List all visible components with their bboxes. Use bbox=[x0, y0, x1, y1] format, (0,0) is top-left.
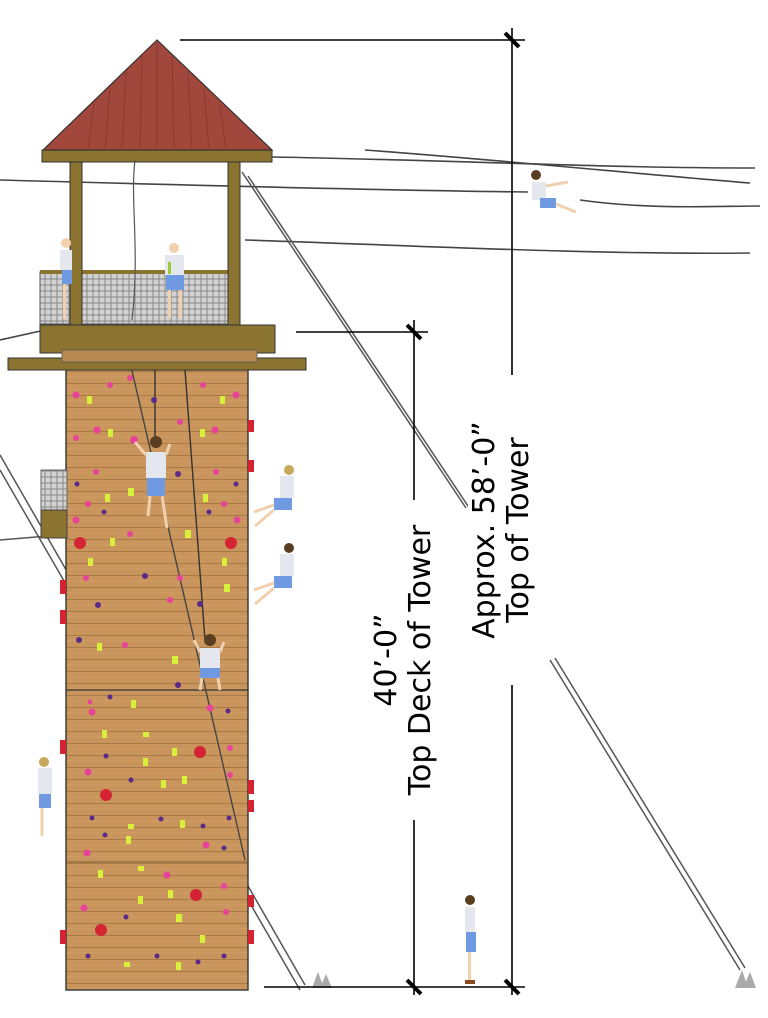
side-platform bbox=[40, 469, 68, 539]
person-deck-center bbox=[165, 243, 184, 318]
dimension-value-top-deck: 40’-0” bbox=[369, 613, 404, 707]
person-left-side bbox=[38, 757, 52, 836]
roof bbox=[41, 39, 274, 151]
person-deck-left bbox=[60, 238, 72, 319]
person-figures bbox=[38, 170, 577, 984]
person-scale-figure bbox=[465, 895, 476, 984]
top-deck-structure bbox=[7, 149, 307, 371]
person-rappel-2 bbox=[253, 543, 294, 606]
zip-line-cables bbox=[0, 149, 761, 341]
dimension-caption-top-deck: Top Deck of Tower bbox=[403, 524, 438, 796]
dimension-label-top-of-tower: Approx. 58’-0” Top of Tower bbox=[467, 375, 548, 685]
person-zipline-rider bbox=[531, 170, 577, 214]
ground-anchors bbox=[312, 970, 756, 988]
dimension-value-top-of-tower: Approx. 58’-0” bbox=[467, 421, 502, 639]
dimension-caption-top-of-tower: Top of Tower bbox=[501, 437, 536, 623]
person-climber-upper bbox=[133, 436, 172, 529]
person-climber-lower bbox=[192, 634, 226, 691]
person-rappel-1 bbox=[253, 465, 294, 528]
dimension-label-top-deck: 40’-0” Top Deck of Tower bbox=[369, 500, 450, 820]
climbing-holds bbox=[60, 375, 254, 970]
